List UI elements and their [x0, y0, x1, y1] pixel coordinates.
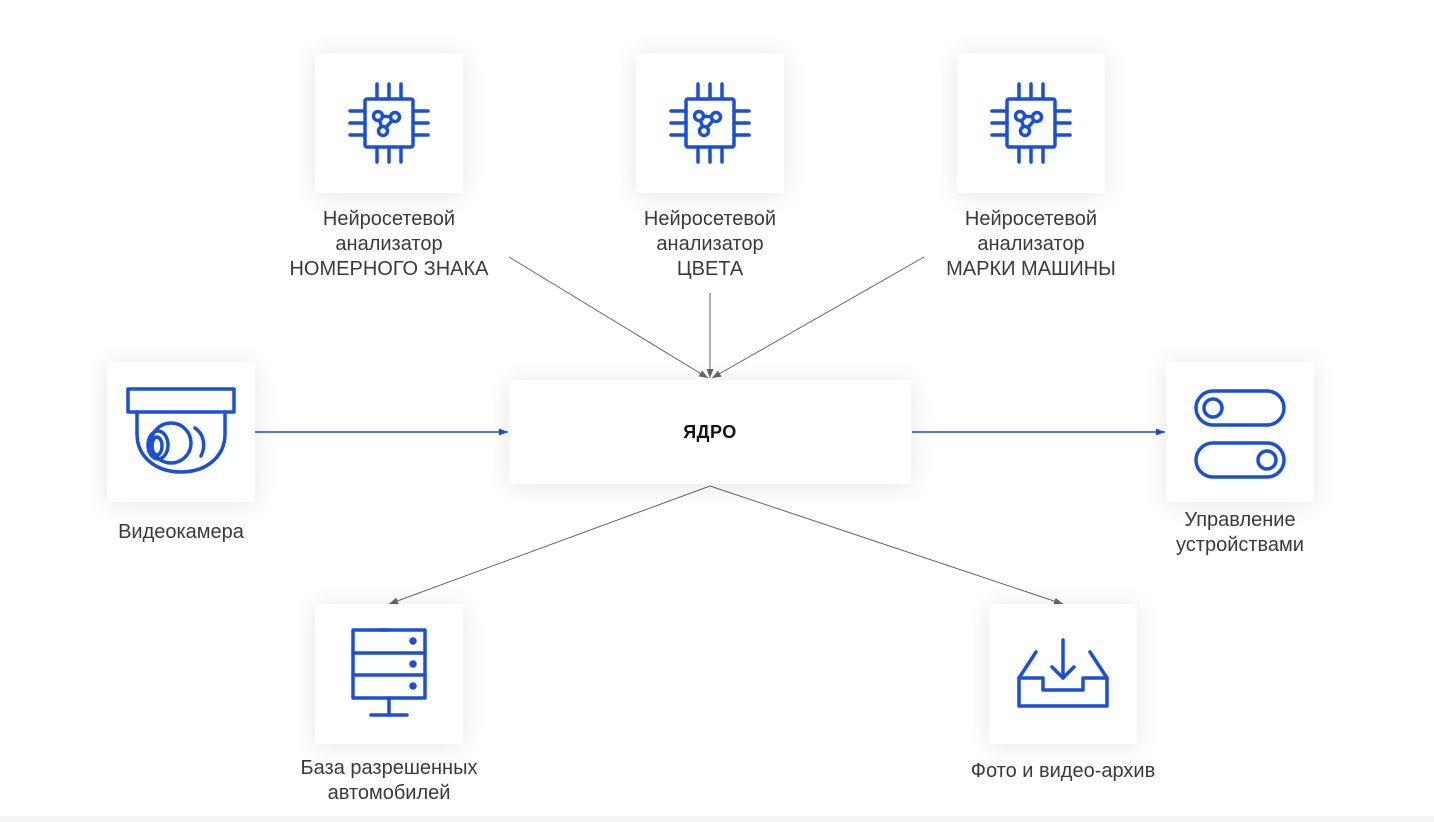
bottom-strip: [0, 816, 1434, 822]
neural-chip-icon: [348, 82, 430, 164]
archive-label: Фото и видео-архив: [970, 760, 1156, 782]
video-camera-icon: [126, 387, 236, 474]
devices-card: [1166, 362, 1314, 502]
analyzer-brand-label: Нейросетевой анализатор МАРКИ МАШИНЫ: [946, 208, 1116, 280]
connector-analyzer-brand-to-core: [711, 256, 925, 379]
analyzer-plate-card: [315, 53, 463, 193]
database-card: [315, 604, 463, 744]
archive-card: [989, 604, 1137, 744]
server-database-icon: [351, 628, 427, 717]
neural-chip-icon: [669, 82, 751, 164]
analyzer-brand-card: [957, 53, 1105, 193]
analyzer-plate-label: Нейросетевой анализатор НОМЕРНОГО ЗНАКА: [289, 208, 489, 280]
database-label: База разрешенных автомобилей: [300, 757, 478, 804]
camera-label: Видеокамера: [118, 521, 244, 543]
connector-core-to-archive: [709, 485, 1064, 605]
connector-core-to-database: [388, 485, 711, 605]
analyzer-color-label: Нейросетевой анализатор ЦВЕТА: [643, 208, 777, 280]
analyzer-color-card: [636, 53, 784, 193]
camera-card: [107, 362, 255, 502]
neural-chip-icon: [990, 82, 1072, 164]
toggle-switches-icon: [1194, 389, 1286, 479]
inbox-download-icon: [1017, 638, 1109, 708]
connector-analyzer-plate-to-core: [508, 256, 709, 379]
core-title: ЯДРО: [683, 421, 737, 442]
devices-label: Управление устройствами: [1176, 509, 1304, 556]
core-box: ЯДРО: [509, 380, 911, 484]
